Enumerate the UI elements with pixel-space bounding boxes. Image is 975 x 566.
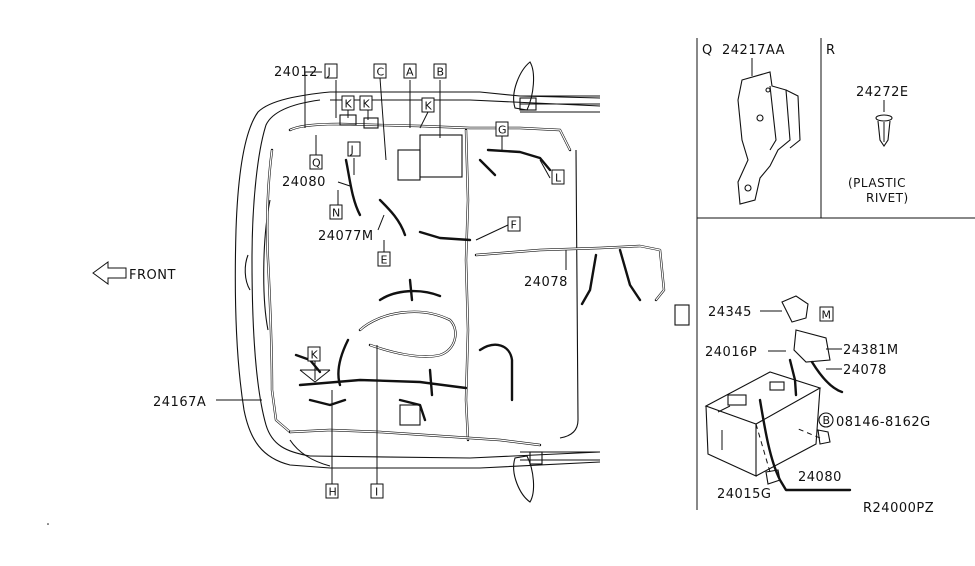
part-24012: 24012	[274, 65, 318, 80]
front-label: FRONT	[129, 268, 176, 283]
callout-c: C	[373, 63, 387, 79]
panel-r-letter: R	[826, 43, 836, 58]
svg-text:K: K	[425, 100, 433, 113]
svg-text:A: A	[406, 66, 414, 79]
part-24077m: 24077M	[318, 229, 374, 244]
callout-b: B	[433, 63, 447, 79]
rivet-note-line1: (PLASTIC	[848, 176, 906, 190]
ecm-module	[419, 134, 463, 178]
leader-lines	[216, 71, 567, 484]
svg-text:K: K	[363, 98, 371, 111]
callout-i: I	[370, 483, 384, 499]
part-24080-main: 24080	[282, 175, 326, 190]
connector-block-3	[519, 97, 537, 111]
svg-text:K: K	[311, 349, 319, 362]
callout-q-main: Q	[309, 154, 323, 170]
svg-text:K: K	[345, 98, 353, 111]
svg-text:Q: Q	[312, 157, 321, 170]
fan-blade-top-icon	[513, 61, 535, 111]
svg-text:C: C	[377, 66, 385, 79]
part-24167a: 24167A	[153, 395, 206, 410]
connector-block-5	[674, 304, 690, 326]
svg-text:L: L	[555, 172, 562, 185]
fan-blade-bottom-icon	[513, 455, 535, 503]
callout-a: A	[403, 63, 417, 79]
battery-icon	[704, 371, 822, 477]
bracket-24217aa-icon	[737, 71, 801, 205]
callout-h: H	[325, 483, 339, 499]
callout-j-top: J	[324, 63, 338, 79]
callout-k-1: K	[341, 95, 355, 111]
svg-text:J: J	[327, 66, 331, 79]
svg-text:M: M	[822, 309, 832, 322]
vehicle-body-outline	[234, 91, 601, 469]
svg-text:E: E	[381, 254, 388, 267]
svg-text:I: I	[375, 486, 378, 499]
battery-hold-down	[755, 295, 852, 492]
part-24078-battery: 24078	[843, 363, 887, 378]
bolt-marker-b: B	[818, 412, 834, 428]
svg-text:G: G	[498, 124, 507, 137]
part-24016p: 24016P	[705, 345, 757, 360]
part-08146-8162g: 08146-8162G	[836, 415, 931, 430]
part-24078-main: 24078	[524, 275, 568, 290]
callout-e: E	[377, 251, 391, 267]
svg-text:N: N	[332, 207, 340, 220]
connector-block-2	[363, 117, 379, 129]
part-24272e: 24272E	[856, 85, 909, 100]
svg-text:J: J	[350, 144, 354, 157]
callout-n: N	[329, 204, 343, 220]
diagram-id: R24000PZ	[863, 501, 934, 516]
stray-dot	[47, 523, 49, 525]
plastic-rivet-icon	[875, 114, 893, 147]
panel-q-letter: Q	[702, 43, 713, 58]
part-24080-battery: 24080	[798, 470, 842, 485]
connector-block-4	[529, 451, 543, 465]
callout-k-2: K	[359, 95, 373, 111]
svg-text:H: H	[329, 486, 337, 499]
callout-m: M	[819, 306, 834, 322]
callout-j-mid: J	[347, 141, 361, 157]
connector-block-6	[399, 404, 421, 426]
callout-f: F	[507, 216, 521, 232]
part-24015g: 24015G	[717, 487, 771, 502]
svg-text:F: F	[511, 219, 517, 232]
part-24217aa: 24217AA	[722, 43, 785, 58]
relay-box	[397, 149, 421, 181]
callout-g: G	[495, 121, 509, 137]
front-arrow-icon	[92, 261, 127, 285]
svg-text:B: B	[823, 414, 831, 427]
part-24381m: 24381M	[843, 343, 899, 358]
callout-k-4: K	[307, 346, 321, 362]
part-24345: 24345	[708, 305, 752, 320]
wiring-harness	[266, 122, 666, 447]
callout-k-3: K	[421, 97, 435, 113]
rivet-note-line2: RIVET)	[866, 191, 909, 205]
callout-l: L	[551, 169, 565, 185]
svg-text:B: B	[437, 66, 445, 79]
